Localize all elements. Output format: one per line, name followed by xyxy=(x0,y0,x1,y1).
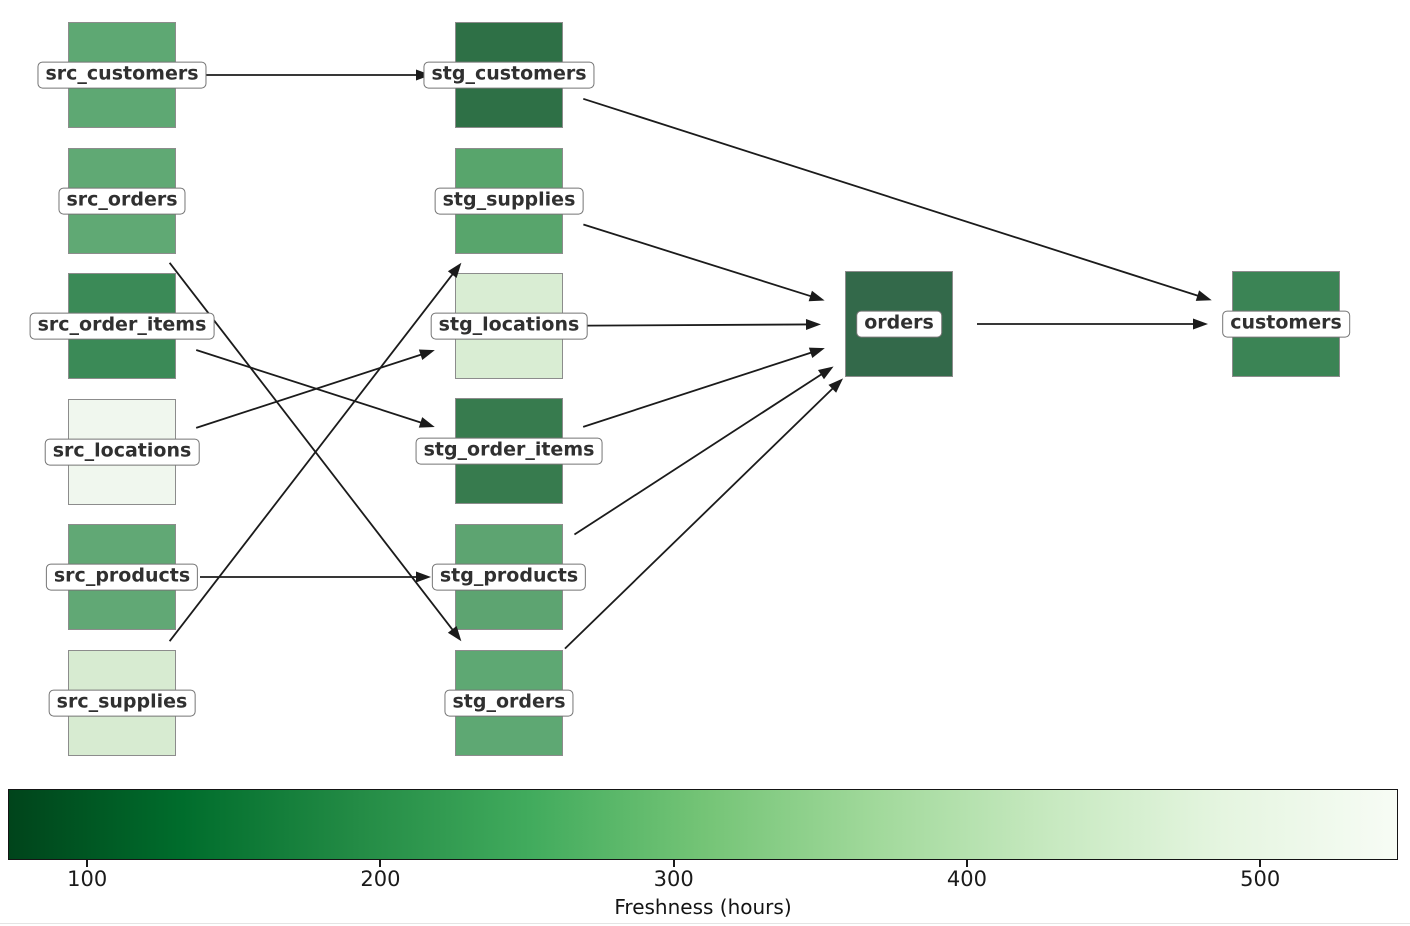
colorbar-tick-400 xyxy=(965,860,968,867)
arrowhead-orders-to-customers xyxy=(1193,318,1208,330)
node-label-orders: orders xyxy=(856,310,942,338)
edge-src_supplies-to-stg_supplies xyxy=(168,271,455,642)
node-label-src_orders: src_orders xyxy=(58,187,186,215)
colorbar-tick-300 xyxy=(672,860,675,867)
node-label-stg_locations: stg_locations xyxy=(430,312,588,340)
node-label-customers: customers xyxy=(1222,310,1350,338)
node-label-stg_customers: stg_customers xyxy=(423,61,595,89)
arrowhead-src_supplies-to-stg_supplies xyxy=(447,262,462,279)
node-label-stg_orders: stg_orders xyxy=(444,689,574,717)
node-label-src_customers: src_customers xyxy=(37,61,207,89)
node-label-src_order_items: src_order_items xyxy=(29,312,215,340)
node-label-src_products: src_products xyxy=(45,563,199,591)
arrowhead-src_orders-to-stg_orders xyxy=(447,625,462,642)
colorbar-tick-500 xyxy=(1259,860,1262,867)
colorbar-axis-label: Freshness (hours) xyxy=(614,895,792,919)
node-label-stg_supplies: stg_supplies xyxy=(434,187,584,215)
node-label-src_locations: src_locations xyxy=(44,438,200,466)
colorbar-gradient xyxy=(8,789,1398,860)
colorbar-tick-label-500: 500 xyxy=(1240,867,1281,891)
edge-stg_orders-to-orders xyxy=(564,386,836,650)
colorbar-tick-label-400: 400 xyxy=(946,867,987,891)
colorbar-tick-100 xyxy=(86,860,89,867)
node-label-src_supplies: src_supplies xyxy=(48,689,196,717)
edge-src_order_items-to-stg_order_items xyxy=(195,349,424,425)
edge-src_locations-to-stg_locations xyxy=(195,353,424,429)
arrowhead-stg_locations-to-orders xyxy=(805,318,822,330)
edge-stg_customers-to-customers xyxy=(583,97,1201,298)
edge-stg_supplies-to-orders xyxy=(583,223,814,298)
edge-src_orders-to-stg_orders xyxy=(168,262,455,633)
colorbar-tick-label-300: 300 xyxy=(653,867,694,891)
arrowhead-src_locations-to-stg_locations xyxy=(418,349,435,361)
arrowhead-src_order_items-to-stg_order_items xyxy=(418,417,435,428)
arrowhead-src_products-to-stg_products xyxy=(416,571,431,583)
colorbar-tick-label-100: 100 xyxy=(67,867,108,891)
figure-bottom-rule xyxy=(0,923,1410,924)
node-label-stg_products: stg_products xyxy=(431,563,587,591)
arrowhead-stg_products-to-orders xyxy=(817,366,834,380)
arrowhead-stg_customers-to-customers xyxy=(1195,290,1212,301)
colorbar-tick-label-200: 200 xyxy=(360,867,401,891)
arrowhead-stg_orders-to-orders xyxy=(828,378,844,393)
edge-stg_order_items-to-orders xyxy=(582,351,814,428)
edge-stg_products-to-orders xyxy=(573,372,824,536)
colorbar-tick-200 xyxy=(379,860,382,867)
edge-stg_locations-to-orders xyxy=(586,323,810,327)
arrowhead-stg_order_items-to-orders xyxy=(808,347,825,359)
arrowhead-stg_supplies-to-orders xyxy=(808,290,825,302)
node-label-stg_order_items: stg_order_items xyxy=(415,437,603,465)
